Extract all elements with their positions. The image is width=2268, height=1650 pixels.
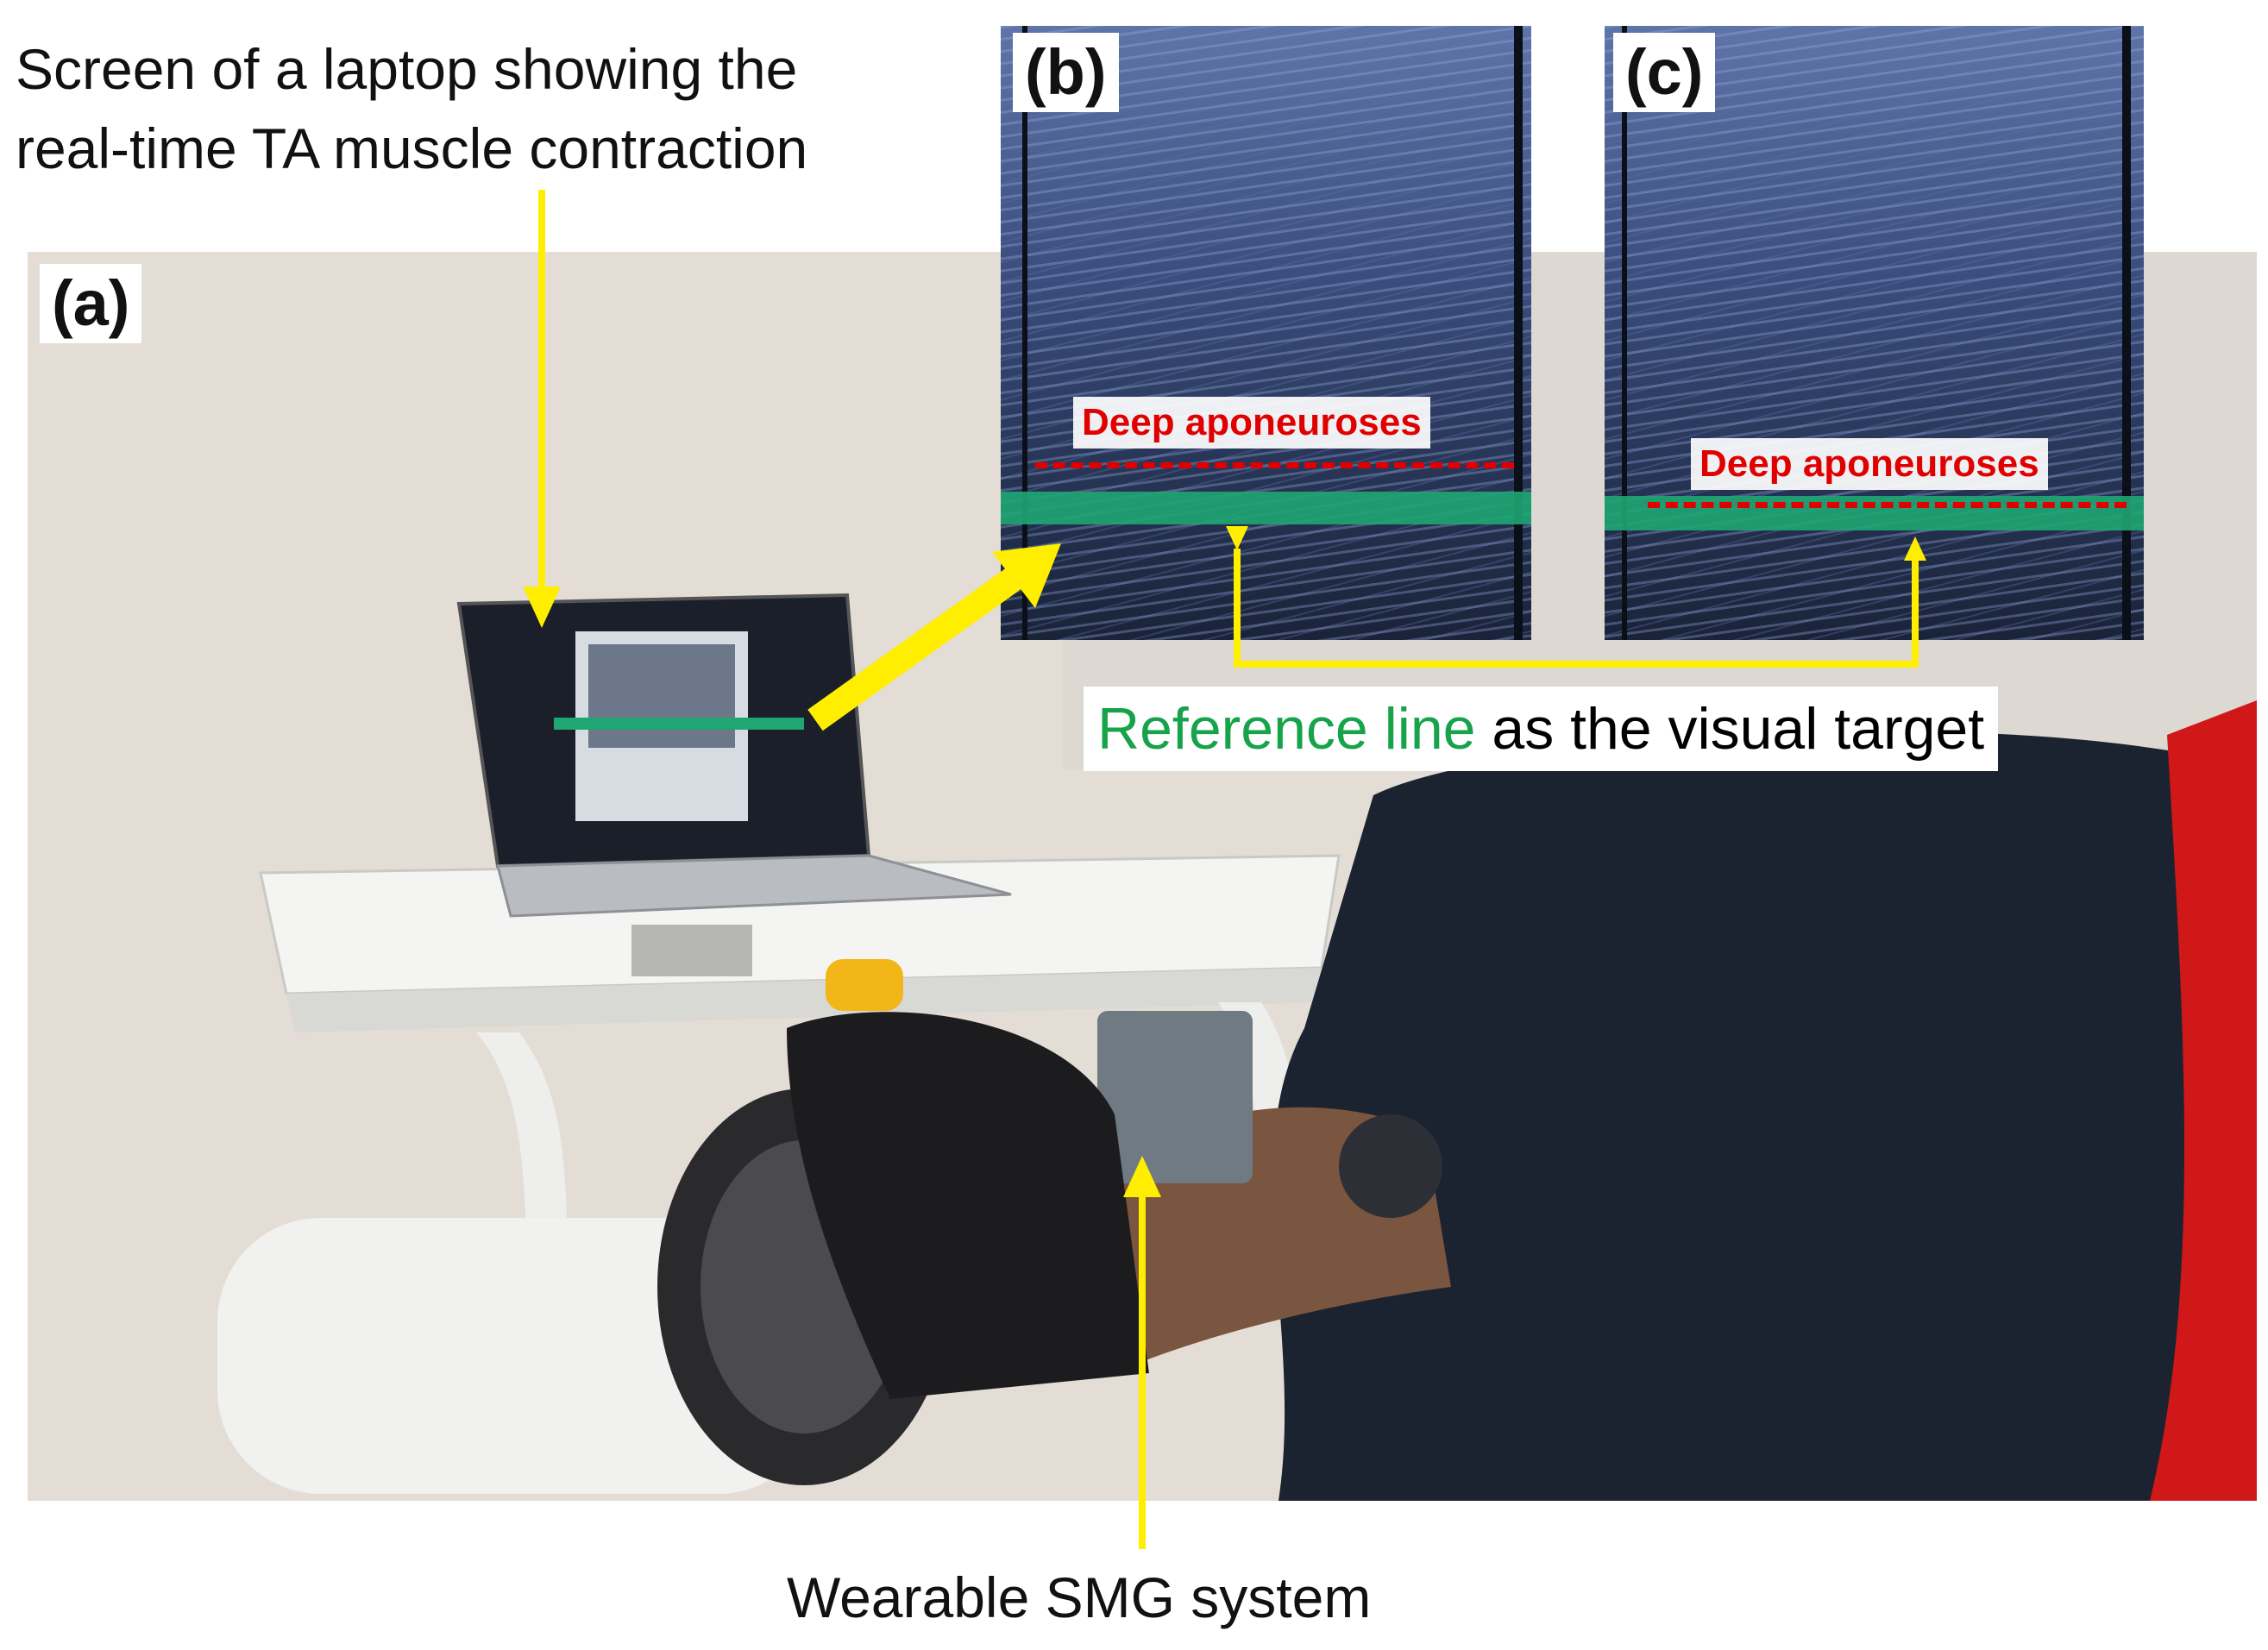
reference-line-word: Reference line: [1097, 696, 1476, 762]
ultrasound-panel-b: [1001, 26, 1531, 640]
reference-bracket-icon: [1226, 526, 1926, 668]
reference-line-c: [1605, 496, 2144, 530]
deep-aponeuroses-label-b: Deep aponeuroses: [1073, 397, 1430, 449]
deep-aponeuroses-label-c: Deep aponeuroses: [1691, 438, 2048, 490]
panel-label-c: (c): [1613, 33, 1716, 112]
smg-caption: Wearable SMG system: [787, 1565, 1372, 1629]
smg-arrow-icon: [1123, 1156, 1161, 1549]
reference-line-rest: as the visual target: [1475, 696, 1985, 762]
panel-label-a: (a): [40, 264, 142, 343]
zoom-arrow-icon: [807, 543, 1061, 731]
smg-device: [1097, 1011, 1253, 1183]
ultrasound-image-b: [1001, 26, 1531, 640]
foot-plate: [787, 1012, 1149, 1399]
aponeurosis-line-c: [1648, 502, 2127, 508]
laptop-arrow-icon: [523, 190, 561, 628]
laptop-icon: [456, 593, 1012, 918]
laptop-caption-line2: real-time TA muscle contraction: [16, 116, 808, 180]
reference-line-caption: Reference line as the visual target: [1084, 687, 1999, 771]
laptop-caption-line1: Screen of a laptop showing the: [16, 37, 798, 101]
yellow-knob: [826, 959, 903, 1011]
ultrasound-panel-c: [1605, 26, 2144, 640]
reference-line-b: [1001, 492, 1531, 524]
aponeurosis-line-b: [1035, 462, 1514, 468]
laptop-caption: Screen of a laptop showing the real-time…: [16, 29, 807, 188]
ultrasound-image-c: [1605, 26, 2144, 640]
shorts: [1272, 731, 2257, 1501]
panel-label-b: (b): [1013, 33, 1119, 112]
